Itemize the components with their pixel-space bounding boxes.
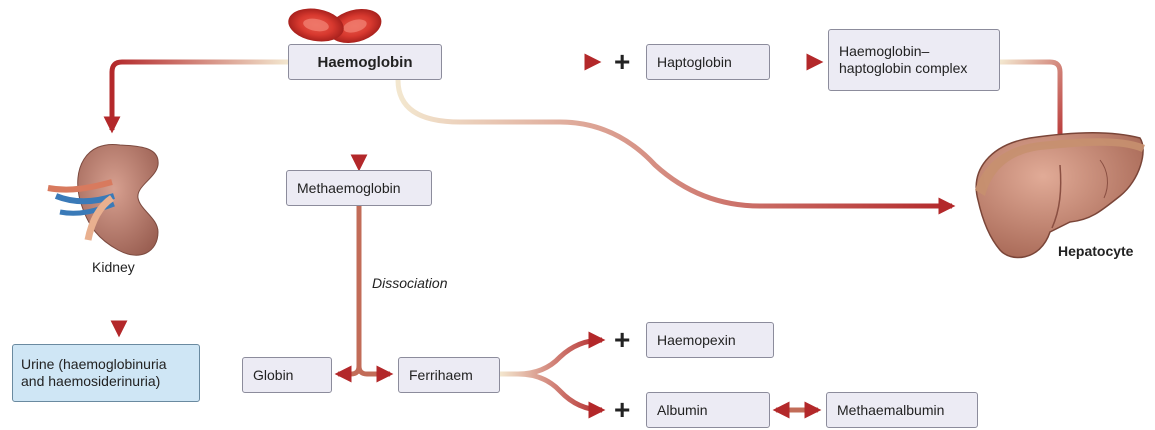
red-blood-cells-icon [288, 8, 382, 43]
liver-icon [975, 131, 1145, 259]
globin-box: Globin [242, 357, 332, 393]
plus-sign-haemopexin: + [614, 324, 631, 355]
hepatocyte-label: Hepatocyte [1058, 243, 1134, 259]
dissociation-label: Dissociation [372, 275, 448, 291]
urine-box: Urine (haemoglobinuria and haemosiderinu… [12, 344, 200, 402]
methaemoglobin-box: Methaemoglobin [286, 170, 432, 206]
arrow-haemoglobin-to-liver [395, 79, 956, 215]
haemoglobin-box: Haemoglobin [288, 44, 442, 80]
arrow-ferrihaem-to-haemopexin [500, 331, 606, 377]
plus-sign-albumin: + [614, 394, 631, 425]
arrow-complex-to-liver [1000, 59, 1069, 162]
albumin-box: Albumin [646, 392, 770, 428]
kidney-icon [47, 144, 159, 256]
arrow-methaemoglobin-to-globin [334, 206, 362, 383]
kidney-label: Kidney [92, 259, 135, 275]
ferrihaem-box: Ferrihaem [398, 357, 500, 393]
haptoglobin-box: Haptoglobin [646, 44, 770, 80]
arrow-methaemoglobin-to-ferrihaem [356, 300, 394, 383]
plus-sign-haptoglobin: + [614, 46, 631, 77]
methaemalbumin-box: Methaemalbumin [826, 392, 978, 428]
arrow-ferrihaem-to-albumin [500, 371, 606, 419]
arrow-haemoglobin-to-kidney [103, 59, 288, 134]
haemoglobin-haptoglobin-complex-box: Haemoglobin– haptoglobin complex [828, 29, 1000, 91]
haemopexin-box: Haemopexin [646, 322, 774, 358]
